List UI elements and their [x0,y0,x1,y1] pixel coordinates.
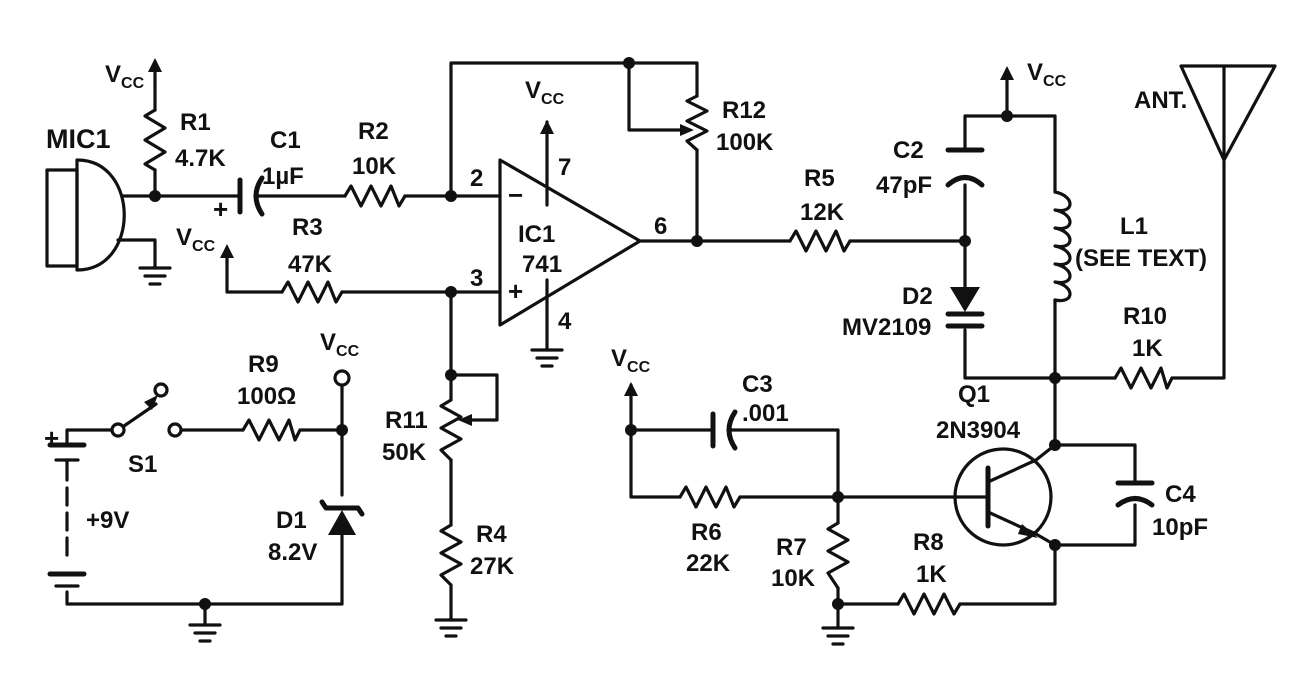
r8-name: R8 [913,529,944,556]
r12-wiper-arrow [680,124,694,136]
r3-resistor [280,280,344,304]
c4-value: 10pF [1152,514,1208,541]
d2-name: D2 [902,283,933,310]
r11-name: R11 [385,407,428,434]
vcc-label-tank: VCC [1027,59,1067,90]
r11-resistor [439,373,463,462]
r8-resistor [896,592,962,616]
vcc-arrow-r1 [148,58,162,87]
vcc-label-c3: VCC [611,345,651,376]
ic1-pin6: 6 [654,213,667,240]
r4-value: 27K [470,553,515,580]
c1-value: 1µF [262,163,304,190]
r2-value: 10K [352,153,397,180]
r7-resistor [826,521,850,590]
antenna [1179,64,1277,162]
r7-name: R7 [776,534,807,561]
junction-dots [149,57,1061,610]
c2-value: 47pF [876,172,932,199]
r12-name: R12 [722,97,766,124]
r10-resistor [1113,366,1174,390]
r6-resistor [678,485,742,509]
r9-value: 100Ω [237,383,296,410]
ic1-value: 741 [522,251,562,278]
r8-value: 1K [916,561,947,588]
r4-name: R4 [476,521,507,548]
d1-name: D1 [276,507,307,534]
r6-value: 22K [686,550,731,577]
r4-resistor [439,523,463,587]
l1-name: L1 [1120,213,1148,240]
s1-label: S1 [128,451,157,478]
ic1-noninverting-sign: + [508,276,523,306]
ic1-pin4: 4 [558,308,572,335]
c1-name: C1 [270,127,301,154]
q1-value: 2N3904 [936,417,1021,444]
ic1-pin3: 3 [470,265,483,292]
r11-value: 50K [382,439,427,466]
r2-resistor [343,184,407,208]
vcc-arrow-ic1 [540,120,554,135]
q1-transistor [953,443,1057,547]
d2-varactor-diode [945,287,985,329]
ic1-name: IC1 [518,221,555,248]
c1-capacitor [237,175,265,217]
r6-name: R6 [691,519,722,546]
c2-capacitor [945,147,985,188]
r9-name: R9 [248,351,279,378]
c3-name: C3 [742,371,773,398]
c3-capacitor [710,409,738,451]
r9-resistor [241,418,302,442]
battery [47,442,87,588]
r1-resistor [143,108,167,172]
s1-switch [110,382,183,438]
antenna-label: ANT. [1134,87,1187,114]
mic1-microphone [45,158,126,272]
r10-name: R10 [1123,303,1167,330]
vcc-label-ic1: VCC [525,77,565,108]
r7-value: 10K [771,565,816,592]
d1-value: 8.2V [268,539,317,566]
ic1-inverting-sign: − [508,180,523,210]
r10-value: 1K [1132,335,1163,362]
d1-zener-diode [319,499,365,535]
q1-name: Q1 [958,381,990,408]
r3-value: 47K [288,251,333,278]
r5-name: R5 [804,165,835,192]
vcc-label-r3: VCC [176,224,216,255]
c4-capacitor [1115,480,1155,508]
battery-plus: + [44,423,59,453]
battery-voltage: +9V [86,507,129,534]
vcc-label-r1: VCC [105,61,145,92]
vcc-arrow-tank [1000,66,1014,82]
r5-resistor [788,229,852,253]
ground-symbols [138,266,855,646]
r5-value: 12K [800,199,845,226]
r3-name: R3 [292,214,323,241]
c4-name: C4 [1165,481,1196,508]
ic1-pin2: 2 [470,165,483,192]
vcc-arrow-r3 [220,244,234,264]
r2-name: R2 [358,118,389,145]
c1-plus: + [213,194,228,224]
l1-inductor [1053,190,1072,303]
c3-value: .001 [742,400,789,427]
vcc-arrow-c3 [624,382,638,397]
wires [65,61,1226,630]
r12-resistor [685,94,709,152]
vcc-label-r9: VCC [320,329,360,360]
mic1-label: MIC1 [46,124,111,154]
vcc-terminal-r9 [333,369,351,387]
ic1-op-amp [486,158,642,327]
r1-value: 4.7K [175,145,226,172]
r11-wiper-arrow [458,414,472,426]
r12-value: 100K [716,129,774,156]
ic1-pin7: 7 [558,154,571,181]
r1-name: R1 [180,109,211,136]
l1-value: (SEE TEXT) [1075,245,1207,272]
d2-value: MV2109 [842,314,931,341]
c2-name: C2 [893,137,924,164]
